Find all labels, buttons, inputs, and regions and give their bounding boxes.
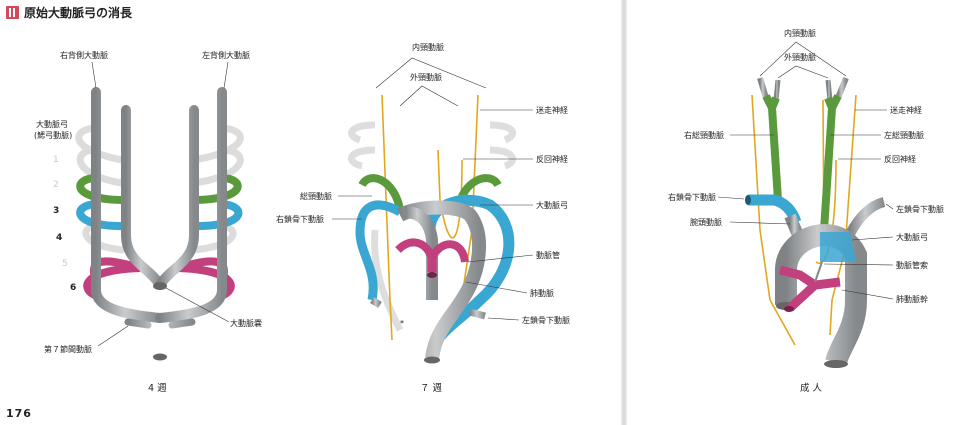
label-right-common-carotid-adult: 右総頸動脈 xyxy=(684,130,724,140)
fourth-arch-right xyxy=(76,200,129,231)
aortic-arch-7wk xyxy=(396,200,487,360)
regressed-vessels xyxy=(348,121,517,332)
left-subclavian-adult xyxy=(845,197,886,237)
label-aortic-arch-7wk: 大動脈弓 xyxy=(536,200,568,210)
arch-number-6: 6 xyxy=(70,283,76,293)
left-page xyxy=(0,0,621,425)
right-page xyxy=(627,0,973,425)
label-right-subclavian-7wk: 右鎖骨下動脈 xyxy=(276,214,324,224)
arch-number-4: 4 xyxy=(56,233,62,243)
pulmonary-artery-7wk xyxy=(395,238,469,263)
pulmonary-trunk-adult xyxy=(778,265,841,312)
right-common-carotid xyxy=(358,174,404,211)
arch-number-3: 3 xyxy=(53,206,59,216)
right-subclavian-proximal xyxy=(355,200,403,301)
label-left-common-carotid-adult: 左総頸動脈 xyxy=(884,130,924,140)
label-right-dorsal-aorta: 右背側大動脈 xyxy=(60,50,108,60)
right-ventral-aorta xyxy=(121,105,165,290)
caption-4-weeks: 4 週 xyxy=(148,382,167,394)
label-external-carotid-adult: 外頸動脈 xyxy=(784,52,816,62)
label-aortic-arch: 大動脈弓 xyxy=(36,119,68,129)
regressed-arches xyxy=(75,124,244,254)
section-title: 原始大動脈弓の消長 xyxy=(24,6,133,20)
label-vagus-adult: 迷走神経 xyxy=(890,105,922,115)
intersegmental-arteries xyxy=(124,318,196,329)
section-header: 原始大動脈弓の消長 xyxy=(6,4,132,21)
label-aortic-arch-adult: 大動脈弓 xyxy=(896,232,928,242)
label-left-dorsal-aorta: 左背側大動脈 xyxy=(202,50,250,60)
third-arch-left xyxy=(191,174,242,204)
panel-7-weeks: 内頸動脈 外頸動脈 迷走神経 反回神経 総頸動脈 右鎖骨下動脈 大動脈弓 動脈管… xyxy=(276,42,570,394)
label-pulmonary-7wk: 肺動脈 xyxy=(530,288,554,298)
ligamentum-arteriosum xyxy=(814,261,823,283)
label-recurrent-7wk: 反回神経 xyxy=(536,154,568,164)
arch-number-5: 5 xyxy=(62,259,68,269)
label-ductus-7wk: 動脈管 xyxy=(536,250,560,260)
label-left-subclavian-7wk: 左鎖骨下動脈 xyxy=(522,315,570,325)
caption-7-weeks: ７ 週 xyxy=(420,382,443,394)
label-internal-carotid-7wk: 内頸動脈 xyxy=(412,42,444,52)
label-brachiocephalic-adult: 腕頭動脈 xyxy=(690,217,722,227)
book-spine xyxy=(621,0,627,425)
left-subclavian-7wk xyxy=(469,308,486,320)
aortic-sac-opening xyxy=(153,282,167,290)
label-external-carotid-7wk: 外頸動脈 xyxy=(410,72,442,82)
left-ventral-aorta xyxy=(155,105,199,290)
label-common-carotid-7wk: 総頸動脈 xyxy=(300,191,332,201)
label-vagus-7wk: 迷走神経 xyxy=(536,105,568,115)
asterisk-marker: * xyxy=(400,319,404,328)
arch-number-1: 1 xyxy=(53,155,59,165)
third-arch-right xyxy=(76,174,126,204)
ascending-trunk-7wk xyxy=(404,206,438,300)
label-left-subclavian-adult: 左鎖骨下動脈 xyxy=(896,204,944,214)
fourth-arch-segment-adult xyxy=(820,232,856,262)
right-dorsal-aorta xyxy=(91,87,165,323)
arch-number-2: 2 xyxy=(53,180,59,190)
label-right-subclavian-adult: 右鎖骨下動脈 xyxy=(668,192,716,202)
caption-adult: 成 人 xyxy=(800,382,823,394)
left-common-carotid-adult xyxy=(820,94,842,231)
page-number: 176 xyxy=(6,407,32,420)
fourth-arch-left xyxy=(189,200,243,231)
label-aortic-sac: 大動脈嚢 xyxy=(230,318,262,328)
label-internal-carotid-adult: 内頸動脈 xyxy=(784,28,816,38)
label-recurrent-adult: 反回神経 xyxy=(884,154,916,164)
panel-4-weeks: 右背側大動脈 左背側大動脈 大動脈弓 (鰓弓動脈) 1 2 3 4 5 6 大動… xyxy=(34,50,262,394)
label-branchial-arch: (鰓弓動脈) xyxy=(34,130,72,140)
section-marker-icon xyxy=(6,6,19,19)
label-intersegmental: 第７節間動脈 xyxy=(44,344,92,354)
label-ligamentum-adult: 動脈管索 xyxy=(896,260,928,270)
panel-adult: 内頸動脈 外頸動脈 迷走神経 右総頸動脈 左総頸動脈 反回神経 右鎖骨下動脈 左… xyxy=(668,28,944,394)
label-pulmonary-trunk-adult: 肺動脈幹 xyxy=(896,294,928,304)
nerves-adult xyxy=(751,94,857,346)
right-common-carotid-adult xyxy=(762,94,782,201)
